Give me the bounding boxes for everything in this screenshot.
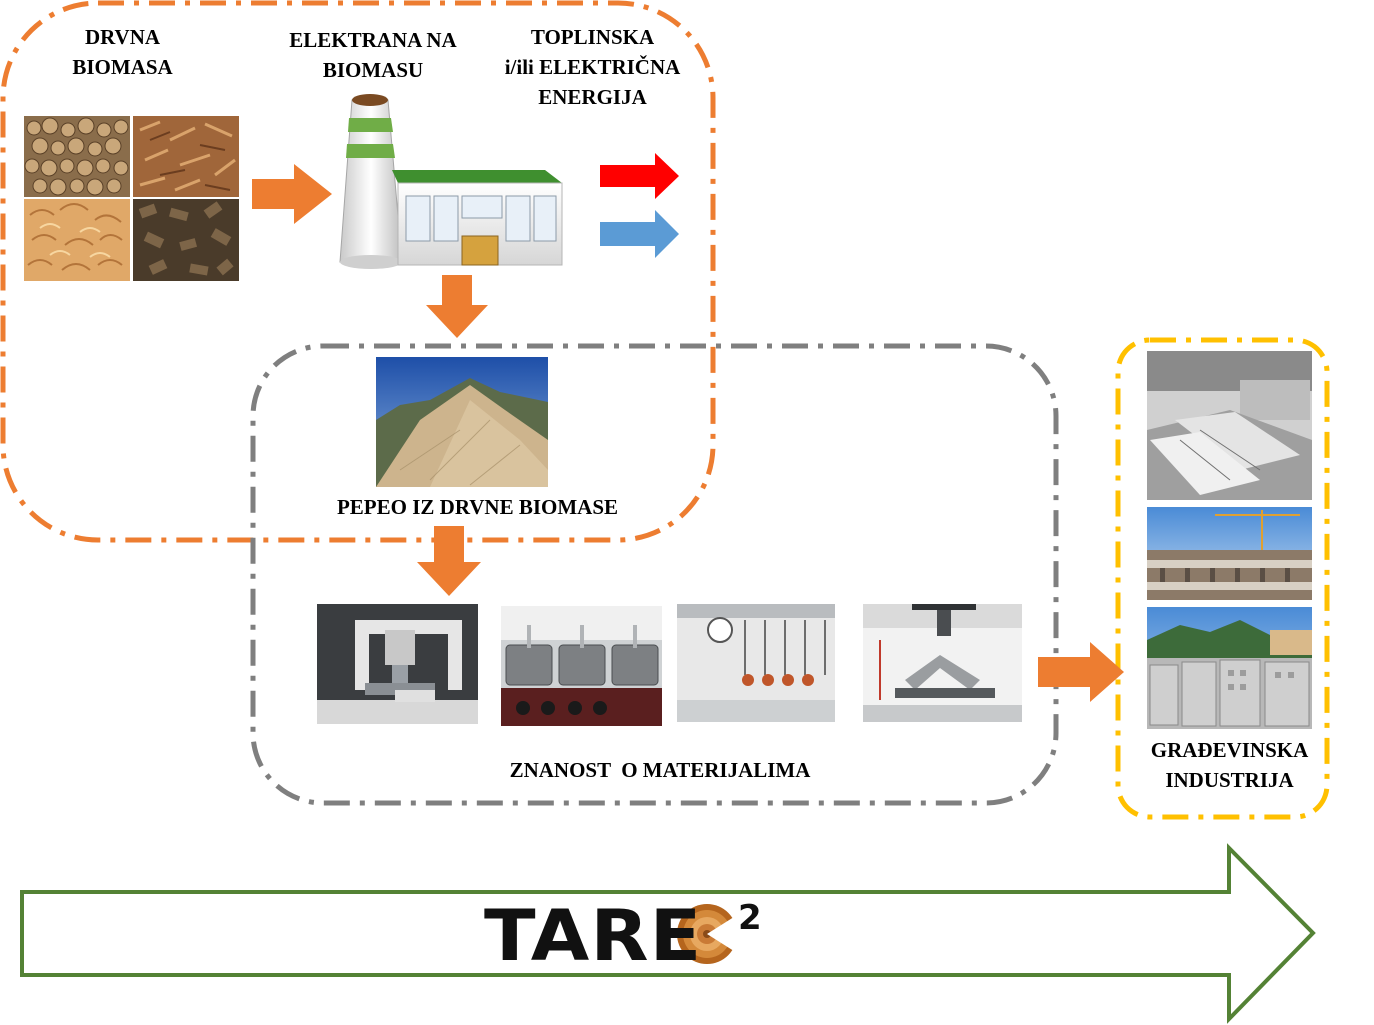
label-construction-line1: GRAĐEVINSKA <box>1150 738 1309 762</box>
label-energy-line3: ENERGIJA <box>538 85 647 109</box>
label-materials-science: ZNANOST O MATERIJALIMA <box>509 758 811 782</box>
tarec-logo-superscript: 2 <box>738 898 762 938</box>
label-wood-biomass: DRVNA BIOMASA <box>50 22 195 82</box>
label-wood-biomass-ash: PEPEO IZ DRVNE BIOMASE <box>336 495 619 519</box>
tarec-logo: TAREC 2 <box>484 896 762 976</box>
construction-photo-concrete-blocks <box>1147 607 1312 729</box>
gray-frame <box>250 343 1059 806</box>
construction-photo-building-site <box>1147 507 1312 600</box>
label-plant-line2: BIOMASU <box>322 58 424 82</box>
label-wood-biomass-line1: DRVNA <box>84 25 161 49</box>
orange-frame <box>0 0 716 543</box>
label-construction-industry: GRAĐEVINSKA INDUSTRIJA <box>1132 735 1327 795</box>
wood-biomass-photos <box>24 116 239 281</box>
label-heat-electric-energy: TOPLINSKA i/ili ELEKTRIČNA ENERGIJA <box>480 22 705 112</box>
biomass-power-plant-icon <box>339 94 563 269</box>
arrow-science-to-industry <box>1038 642 1124 702</box>
wood-ash-heap-photo <box>376 357 548 487</box>
label-wood-biomass-line2: BIOMASA <box>72 55 173 79</box>
heat-arrow <box>600 153 679 199</box>
arrow-biomass-to-plant <box>252 164 332 224</box>
label-construction-line2: INDUSTRIJA <box>1165 768 1294 792</box>
label-plant-line1: ELEKTRANA NA <box>289 28 457 52</box>
electricity-arrow <box>600 210 679 258</box>
yellow-frame <box>1115 337 1330 820</box>
lab-photo-bending-test <box>863 604 1022 722</box>
lab-photo-test-apparatus <box>677 604 835 722</box>
arrow-plant-to-ash <box>426 275 488 338</box>
label-biomass-power-plant: ELEKTRANA NA BIOMASU <box>268 25 478 85</box>
tarec-logo-text: TAREC <box>484 895 703 977</box>
construction-photo-precast-slabs <box>1147 351 1312 500</box>
label-energy-line1: TOPLINSKA <box>530 25 655 49</box>
tarec-logo-wood-ring-icon <box>677 904 745 964</box>
lab-photo-microscope <box>317 604 478 724</box>
project-timeline-arrow <box>20 843 1316 1024</box>
lab-photo-molds <box>501 606 662 726</box>
label-energy-line2: i/ili ELEKTRIČNA <box>504 55 681 79</box>
arrow-ash-to-science <box>417 526 481 596</box>
